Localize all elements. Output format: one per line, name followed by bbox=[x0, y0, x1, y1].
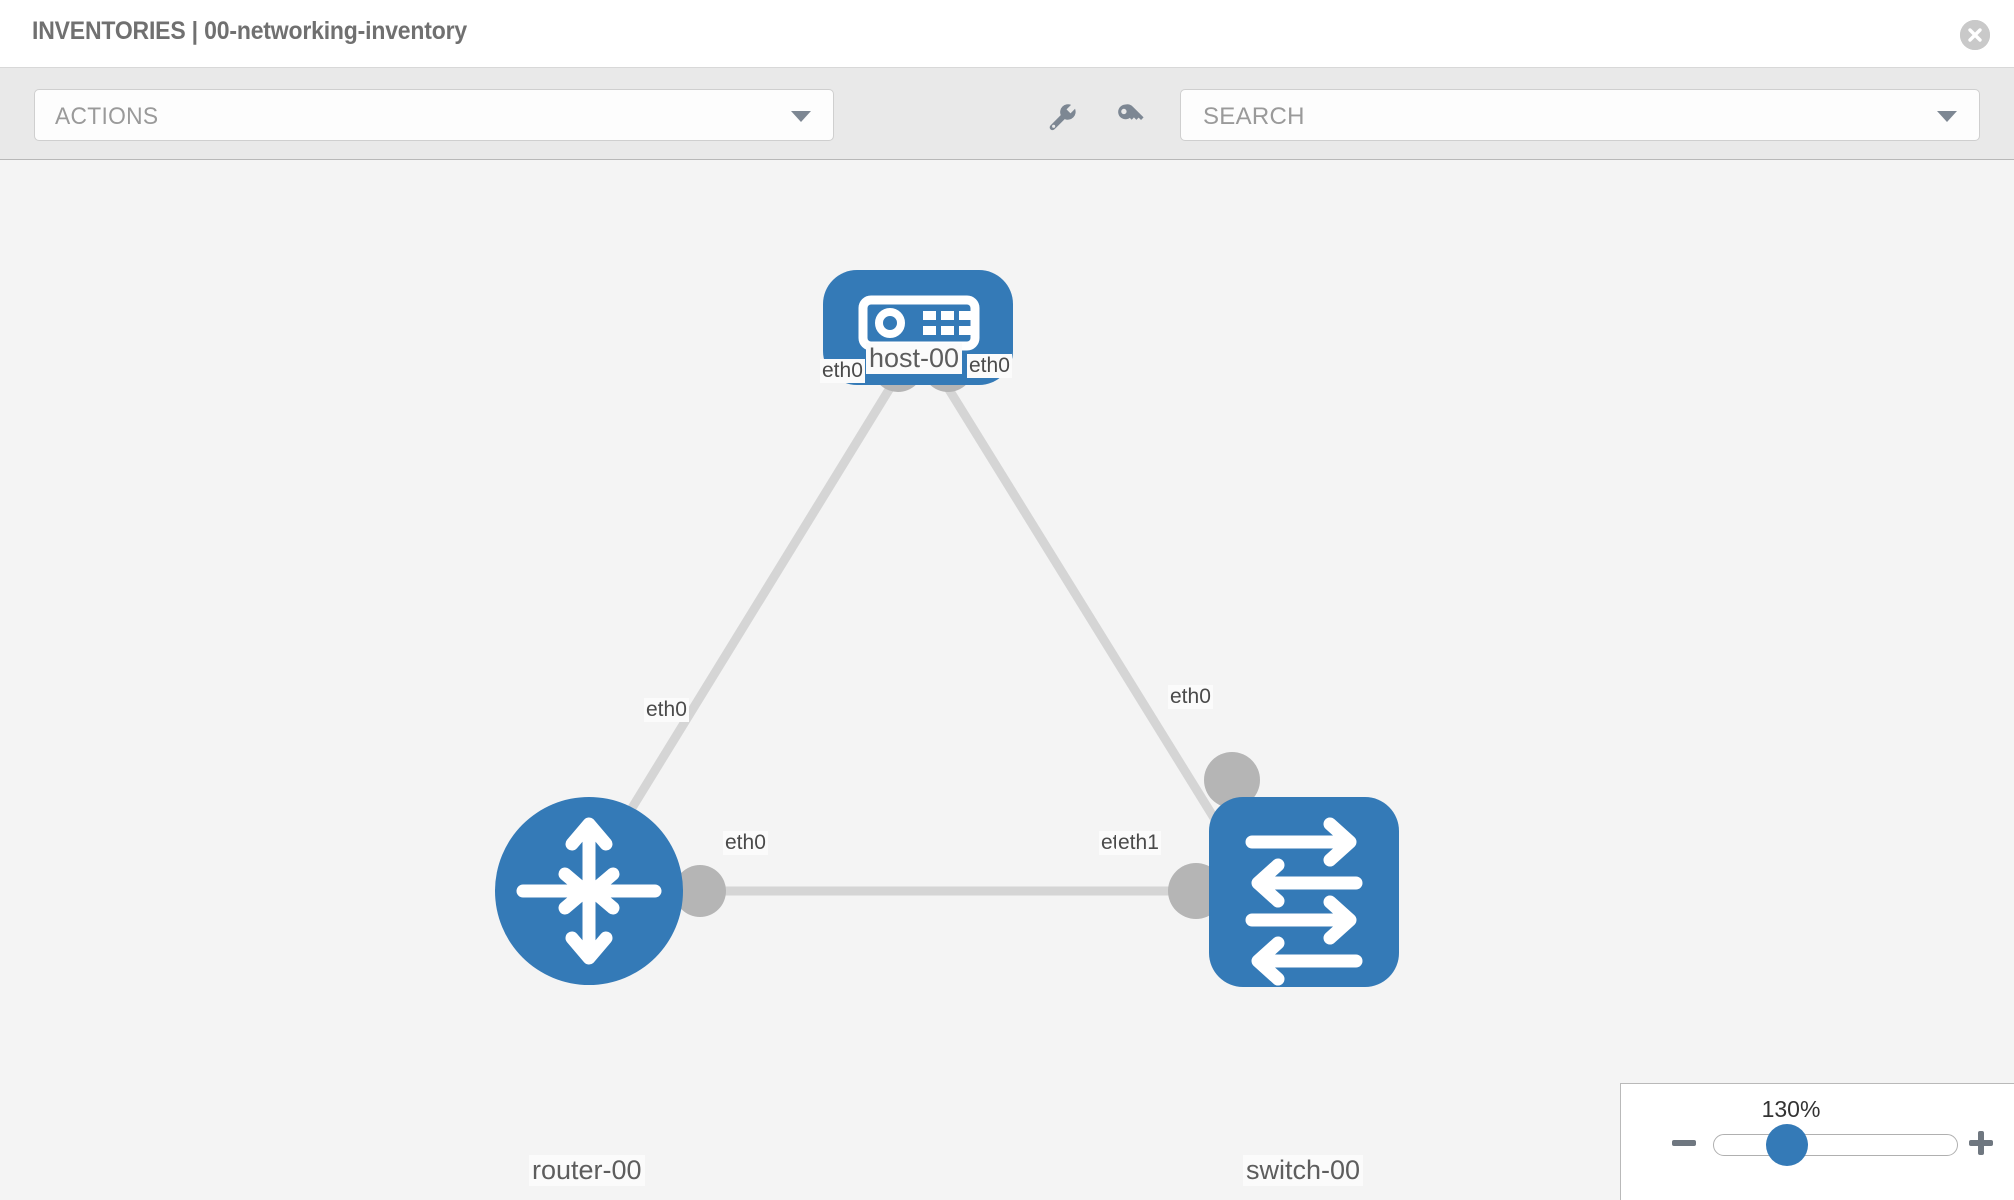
page-header: INVENTORIES | 00-networking-inventory bbox=[0, 0, 2014, 68]
key-icon[interactable] bbox=[1112, 100, 1146, 134]
chevron-down-icon bbox=[791, 111, 811, 122]
actions-dropdown[interactable]: ACTIONS bbox=[34, 89, 834, 141]
zoom-out-button[interactable] bbox=[1669, 1128, 1699, 1158]
node-switch-00[interactable] bbox=[1209, 797, 1399, 987]
wrench-icon[interactable] bbox=[1046, 100, 1080, 134]
zoom-slider-track[interactable] bbox=[1713, 1134, 1958, 1156]
node-router-00[interactable] bbox=[495, 797, 683, 985]
search-field[interactable] bbox=[1180, 89, 1980, 141]
iface-label-switch-left: eth1 bbox=[1116, 831, 1161, 855]
zoom-in-button[interactable] bbox=[1966, 1128, 1996, 1158]
chevron-down-icon[interactable] bbox=[1937, 111, 1957, 122]
iface-label-switch-up: eth0 bbox=[1168, 685, 1213, 709]
topology-graph bbox=[495, 270, 1399, 987]
link-host-router bbox=[596, 372, 902, 863]
zoom-percent-label: 130% bbox=[1761, 1096, 1821, 1122]
port-router-right bbox=[674, 865, 726, 917]
topology-canvas[interactable]: host-00 router-00 switch-00 eth0 eth0 et… bbox=[0, 160, 2014, 1200]
zoom-control-panel: 130% bbox=[1620, 1083, 2014, 1200]
link-host-switch bbox=[936, 372, 1244, 863]
page-title: INVENTORIES | 00-networking-inventory bbox=[32, 17, 468, 45]
zoom-slider-thumb[interactable] bbox=[1766, 1124, 1808, 1166]
iface-label-host-right: eth0 bbox=[967, 354, 1012, 378]
node-label-host-00: host-00 bbox=[866, 343, 963, 374]
router-icon bbox=[516, 817, 662, 965]
close-icon[interactable] bbox=[1960, 20, 1990, 50]
iface-label-host-left: eth0 bbox=[820, 359, 865, 383]
node-label-switch-00: switch-00 bbox=[1243, 1155, 1364, 1186]
search-input[interactable] bbox=[1201, 102, 1905, 132]
plus-icon bbox=[1969, 1131, 1993, 1155]
actions-dropdown-label: ACTIONS bbox=[55, 103, 159, 130]
node-label-router-00: router-00 bbox=[529, 1155, 645, 1186]
switch-icon bbox=[1245, 817, 1363, 986]
toolbar: ACTIONS bbox=[0, 68, 2014, 160]
iface-label-router-right: eth0 bbox=[723, 831, 768, 855]
link-edges bbox=[596, 372, 1250, 896]
minus-icon bbox=[1672, 1140, 1696, 1146]
port-switch-top bbox=[1204, 752, 1260, 808]
iface-label-router-up: eth0 bbox=[644, 698, 689, 722]
